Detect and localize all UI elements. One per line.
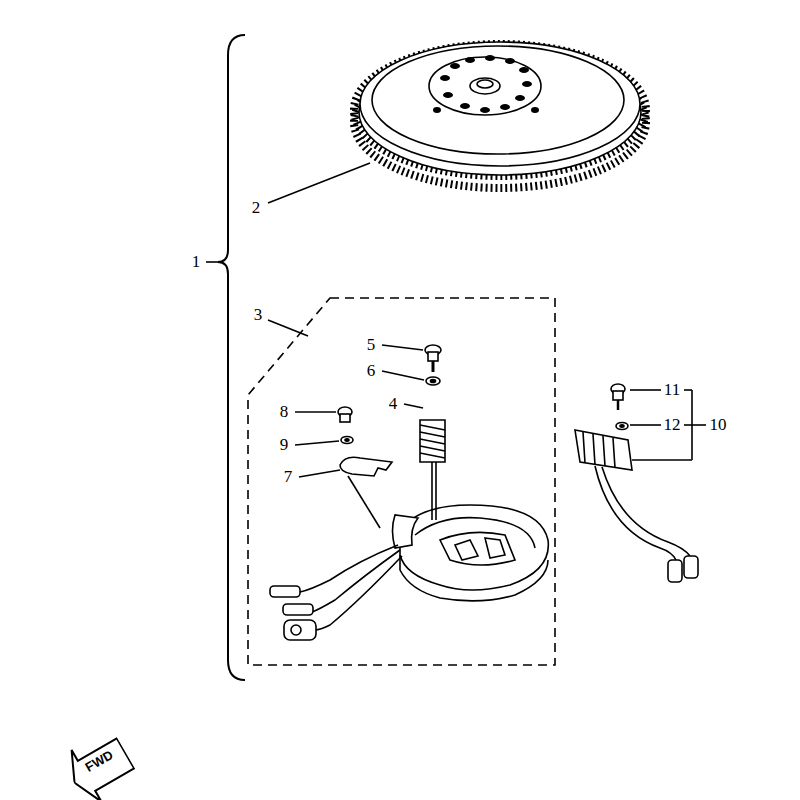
- callout-number: 9: [278, 436, 291, 454]
- callout-number: 6: [365, 362, 378, 380]
- callout-number: 1: [190, 253, 203, 271]
- callout-number: 11: [662, 381, 682, 399]
- callout-number: 2: [250, 199, 263, 217]
- callout-number: 8: [278, 403, 291, 421]
- callout-number: 4: [387, 395, 400, 413]
- callout-number: 3: [252, 306, 265, 324]
- callout-number: 5: [365, 336, 378, 354]
- callout-number: 12: [662, 416, 683, 434]
- direction-arrow: FWD: [59, 726, 142, 800]
- callout-number: 7: [282, 468, 295, 486]
- callout-number: 10: [708, 416, 729, 434]
